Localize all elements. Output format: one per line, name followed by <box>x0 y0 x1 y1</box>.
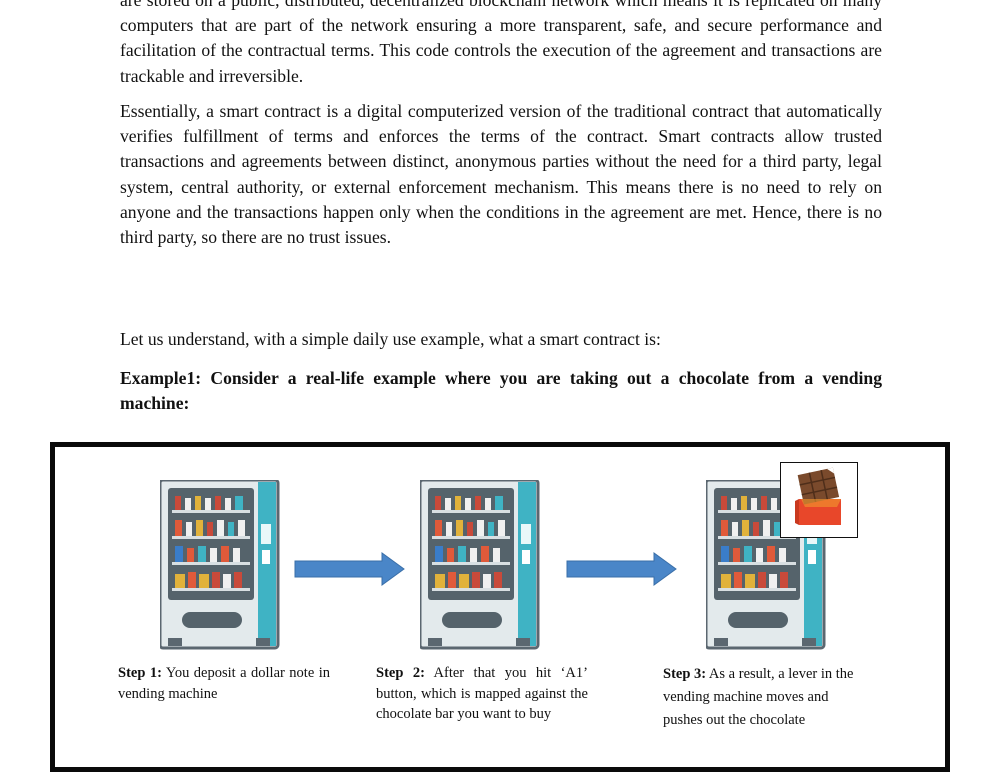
vending-machine-2 <box>420 480 540 650</box>
step-3-caption: Step 3: As a result, a lever in the vend… <box>663 663 863 732</box>
step-1-caption: Step 1: You deposit a dollar note in ven… <box>118 663 330 704</box>
step-2-caption: Step 2: After that you hit ‘A1’ button, … <box>376 663 588 725</box>
step-3-label: Step 3: <box>663 666 707 682</box>
step-2-label: Step 2: <box>376 665 425 681</box>
step-1-label: Step 1: <box>118 665 162 681</box>
paragraph-1: are stored on a public, distributed, dec… <box>120 0 882 89</box>
paragraph-2: Essentially, a smart contract is a digit… <box>120 101 882 248</box>
example-heading: Example1: Consider a real-life example w… <box>120 368 882 414</box>
step-2-text: After that you hit ‘A1’ button, which is… <box>376 665 588 722</box>
vending-machine-1 <box>160 480 280 650</box>
chocolate-bar-image <box>780 462 858 538</box>
paragraph-3: Let us understand, with a simple daily u… <box>120 329 661 349</box>
step-1-text: You deposit a dollar note in vending mac… <box>118 665 330 702</box>
paragraph-1-cut-line: are stored on a public, distributed, dec… <box>120 0 740 10</box>
step-3-text: As a result, a lever in the vending mach… <box>663 666 854 728</box>
chocolate-bar-icon <box>795 467 841 525</box>
arrow-right-icon <box>294 552 405 586</box>
arrow-right-icon <box>566 552 677 586</box>
paragraph-1-rest: replicated on many computers that are pa… <box>120 0 882 86</box>
